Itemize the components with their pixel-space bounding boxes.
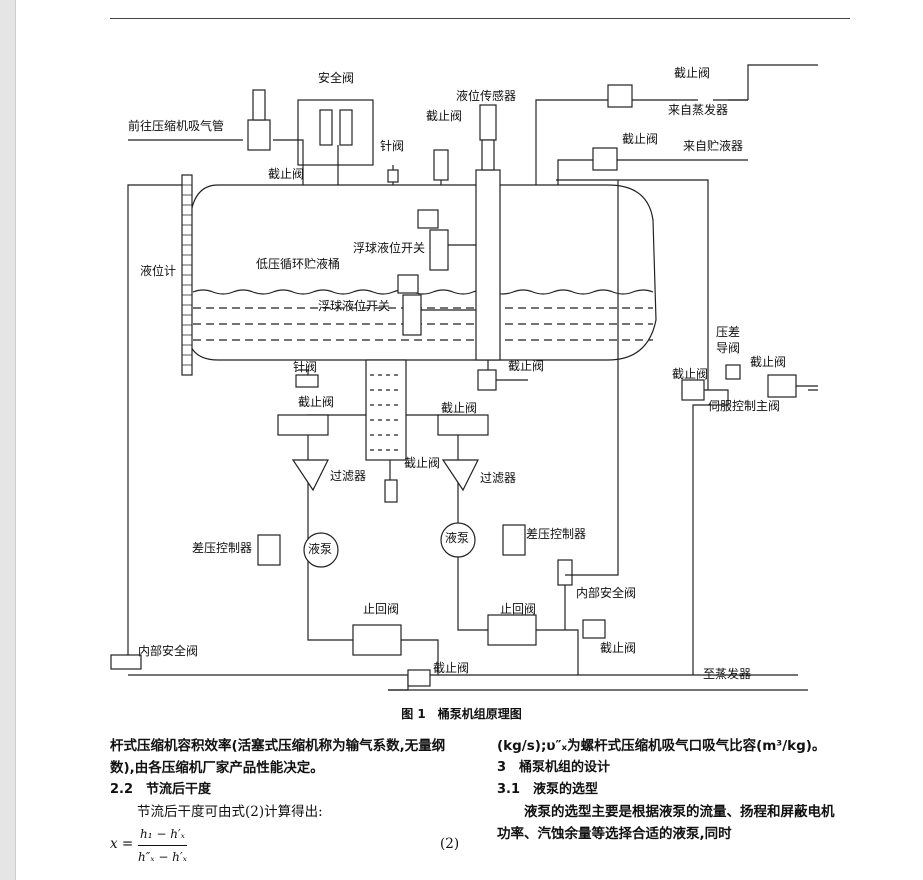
page-gutter [0, 0, 16, 880]
label-internal-safety-r: 内部安全阀 [576, 586, 637, 600]
pump-left-symbol [303, 532, 339, 568]
label-level-gauge: 液位计 [140, 264, 177, 278]
page-header-rule [110, 18, 850, 19]
pump-right-symbol [440, 522, 476, 558]
formula-lhs: x = [110, 836, 134, 852]
label-pressure-diff: 压差 [716, 325, 741, 339]
safety-valve-box [297, 99, 374, 166]
formula-2: x = h₁ − h′ₓ h″ₓ − h′ₓ (2) [110, 823, 470, 864]
label-from-receiver: 来自贮液器 [683, 139, 744, 153]
label-from-evaporator: 来自蒸发器 [668, 103, 729, 117]
caption-title: 桶泵机组原理图 [437, 707, 522, 721]
figure-caption: 图 1 桶泵机组原理图 [0, 705, 923, 722]
label-safety-valve: 安全阀 [318, 71, 355, 85]
label-pump-l: 液泵 [308, 542, 333, 556]
label-needle-valve-bottom: 针阀 [293, 360, 318, 374]
label-level-sensor: 液位传感器 [456, 89, 517, 103]
level-standpipe [475, 169, 501, 361]
label-stop-valve-pump-l: 截止阀 [298, 395, 335, 409]
schematic-svg [110, 64, 818, 691]
label-dp-controller-l: 差压控制器 [192, 541, 253, 555]
formula-numerator: h₁ − h′ₓ [138, 823, 187, 846]
section-heading-2-2: 2.2 节流后干度 [110, 782, 212, 797]
check-valve-left [352, 624, 402, 656]
label-internal-safety-l: 内部安全阀 [138, 644, 199, 658]
col2-paragraph-1: (kg/s);υ″ₓ为螺杆式压缩机吸气口吸气比容(m³/kg)。 [497, 738, 826, 754]
pump-branch-left [307, 414, 366, 641]
label-needle-valve-top: 针阀 [380, 139, 405, 153]
section-heading-3-1: 3.1 液泵的选型 [497, 782, 599, 797]
sump-leg [365, 359, 407, 461]
label-float-switch-2: 浮球液位开关 [318, 299, 391, 313]
label-dp-controller-r: 差压控制器 [526, 527, 587, 541]
section-heading-3: 3 桶泵机组的设计 [497, 760, 611, 775]
label-check-valve-l: 止回阀 [363, 602, 400, 616]
label-float-switch-1: 浮球液位开关 [353, 241, 426, 255]
check-valve-right [487, 614, 537, 646]
column-right: (kg/s);υ″ₓ为螺杆式压缩机吸气口吸气比容(m³/kg)。 3 桶泵机组的… [497, 735, 847, 845]
label-pump-r: 液泵 [445, 531, 470, 545]
label-pilot-valve: 导阀 [716, 341, 741, 355]
label-stop-valve-under: 截止阀 [508, 359, 545, 373]
receiver-line [557, 159, 708, 185]
label-stop-valve-b: 截止阀 [426, 109, 463, 123]
figure-diagram: 安全阀 前往压缩机吸气管 截止阀 针阀 截止阀 液位传感器 截止阀 来自蒸发器 … [108, 20, 818, 700]
label-stop-valve-pump-r: 截止阀 [441, 401, 478, 415]
col1-paragraph-2: 节流后干度可由式(2)计算得出: [137, 804, 323, 820]
formula-number: (2) [440, 836, 460, 852]
label-filter-r: 过滤器 [480, 471, 517, 485]
label-to-compressor: 前往压缩机吸气管 [128, 119, 225, 133]
label-stop-valve-drain: 截止阀 [404, 456, 441, 470]
col2-paragraph-2: 液泵的选型主要是根据液泵的流量、扬程和屏蔽电机功率、汽蚀余量等选择合适的液泵,同… [497, 804, 835, 842]
formula-denominator: h″ₓ − h′ₓ [138, 850, 187, 864]
label-vessel-name: 低压循环贮液桶 [256, 257, 341, 271]
liquid-surface [192, 289, 654, 295]
pump-branch-right [406, 414, 488, 631]
col1-paragraph-1: 杆式压缩机容积效率(活塞式压缩机称为输气系数,无量纲数),由各压缩机厂家产品性能… [110, 738, 446, 776]
label-stop-valve-a: 截止阀 [268, 167, 305, 181]
label-stop-valve-servo-r: 截止阀 [750, 355, 787, 369]
label-stop-valve-mid-right: 截止阀 [622, 132, 659, 146]
label-stop-valve-top-right: 截止阀 [674, 66, 711, 80]
label-to-evaporator: 至蒸发器 [703, 667, 752, 681]
label-filter-l: 过滤器 [330, 469, 367, 483]
label-stop-valve-out-r: 截止阀 [600, 641, 637, 655]
label-stop-valve-servo-l: 截止阀 [672, 367, 709, 381]
label-servo-main-valve: 伺服控制主阀 [708, 399, 781, 413]
suction-line [128, 139, 304, 185]
formula-fraction: h₁ − h′ₓ h″ₓ − h′ₓ [138, 823, 187, 868]
label-check-valve-r: 止回阀 [500, 602, 537, 616]
caption-number: 图 1 [401, 707, 426, 721]
column-left: 杆式压缩机容积效率(活塞式压缩机称为输气系数,无量纲数),由各压缩机厂家产品性能… [110, 735, 470, 864]
label-stop-valve-out-bottom: 截止阀 [433, 661, 470, 675]
